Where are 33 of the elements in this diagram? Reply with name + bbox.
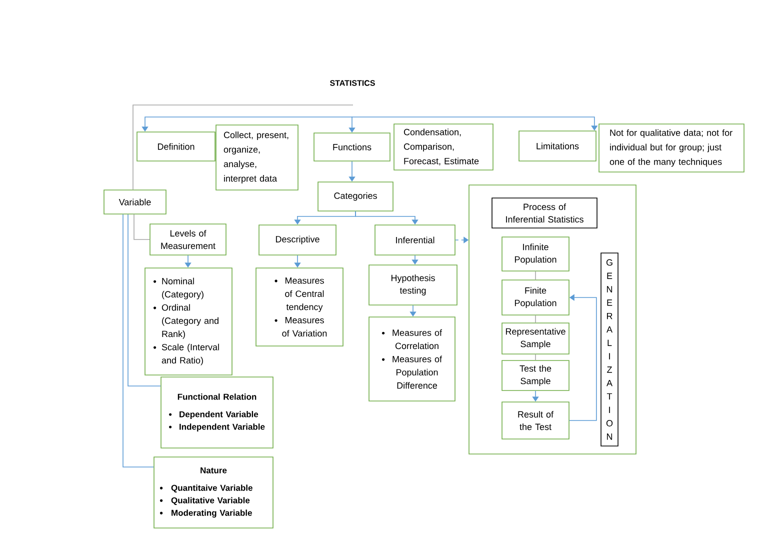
step-box: Test the Sample <box>502 360 570 391</box>
concept-box: Inferential <box>374 224 456 256</box>
connector-line <box>535 271 536 280</box>
connector-line <box>122 214 154 468</box>
group-frame <box>468 184 636 454</box>
step-box: Infinite Population <box>502 236 570 272</box>
list-box: Nominal (Category) Ordinal (Category and Rank) Scale (Interval and Ratio) <box>144 268 232 376</box>
concept-box: Descriptive <box>258 224 336 256</box>
list-box: Measures of Correlation Measures of Population Difference <box>368 316 456 402</box>
concept-box: Definition <box>136 132 216 162</box>
step-box: Representative Sample <box>502 322 570 354</box>
concept-box: Categories <box>318 182 394 212</box>
list-box: Nature Quantitaive Variable Qualitative Variable Moderating Variable <box>154 456 274 528</box>
concept-box: Variable <box>104 190 166 214</box>
connector-line <box>132 104 354 190</box>
connector-line <box>535 354 536 360</box>
note-box: Not for qualitative data; not for individual but for group; just one of the many techniques <box>598 124 744 172</box>
list-box: Functional Relation Dependent Variable Independent Variable <box>160 376 274 448</box>
step-box: Result of the Test <box>502 402 570 440</box>
concept-box: Levels of Measurement <box>150 224 226 256</box>
concept-box: Hypothesis testing <box>368 264 458 306</box>
note-box: Condensation, Comparison, Forecast, Estimate <box>394 124 494 170</box>
heading-box: Process of Inferential Statistics <box>492 198 598 228</box>
connector-line <box>535 315 536 323</box>
connector-line <box>128 214 161 386</box>
step-box: Finite Population <box>502 280 570 316</box>
concept-box: Limitations <box>518 130 596 162</box>
concept-box: Functions <box>314 132 390 162</box>
list-box: Measures of Central tendency Measures of Variation <box>256 268 344 346</box>
title: STATISTICS <box>330 80 375 86</box>
note-box: Collect, present, organize, analyse, interpret data <box>216 124 298 190</box>
vertical-text-box: GENERALIZATION <box>600 252 618 446</box>
connector-line <box>134 214 150 240</box>
